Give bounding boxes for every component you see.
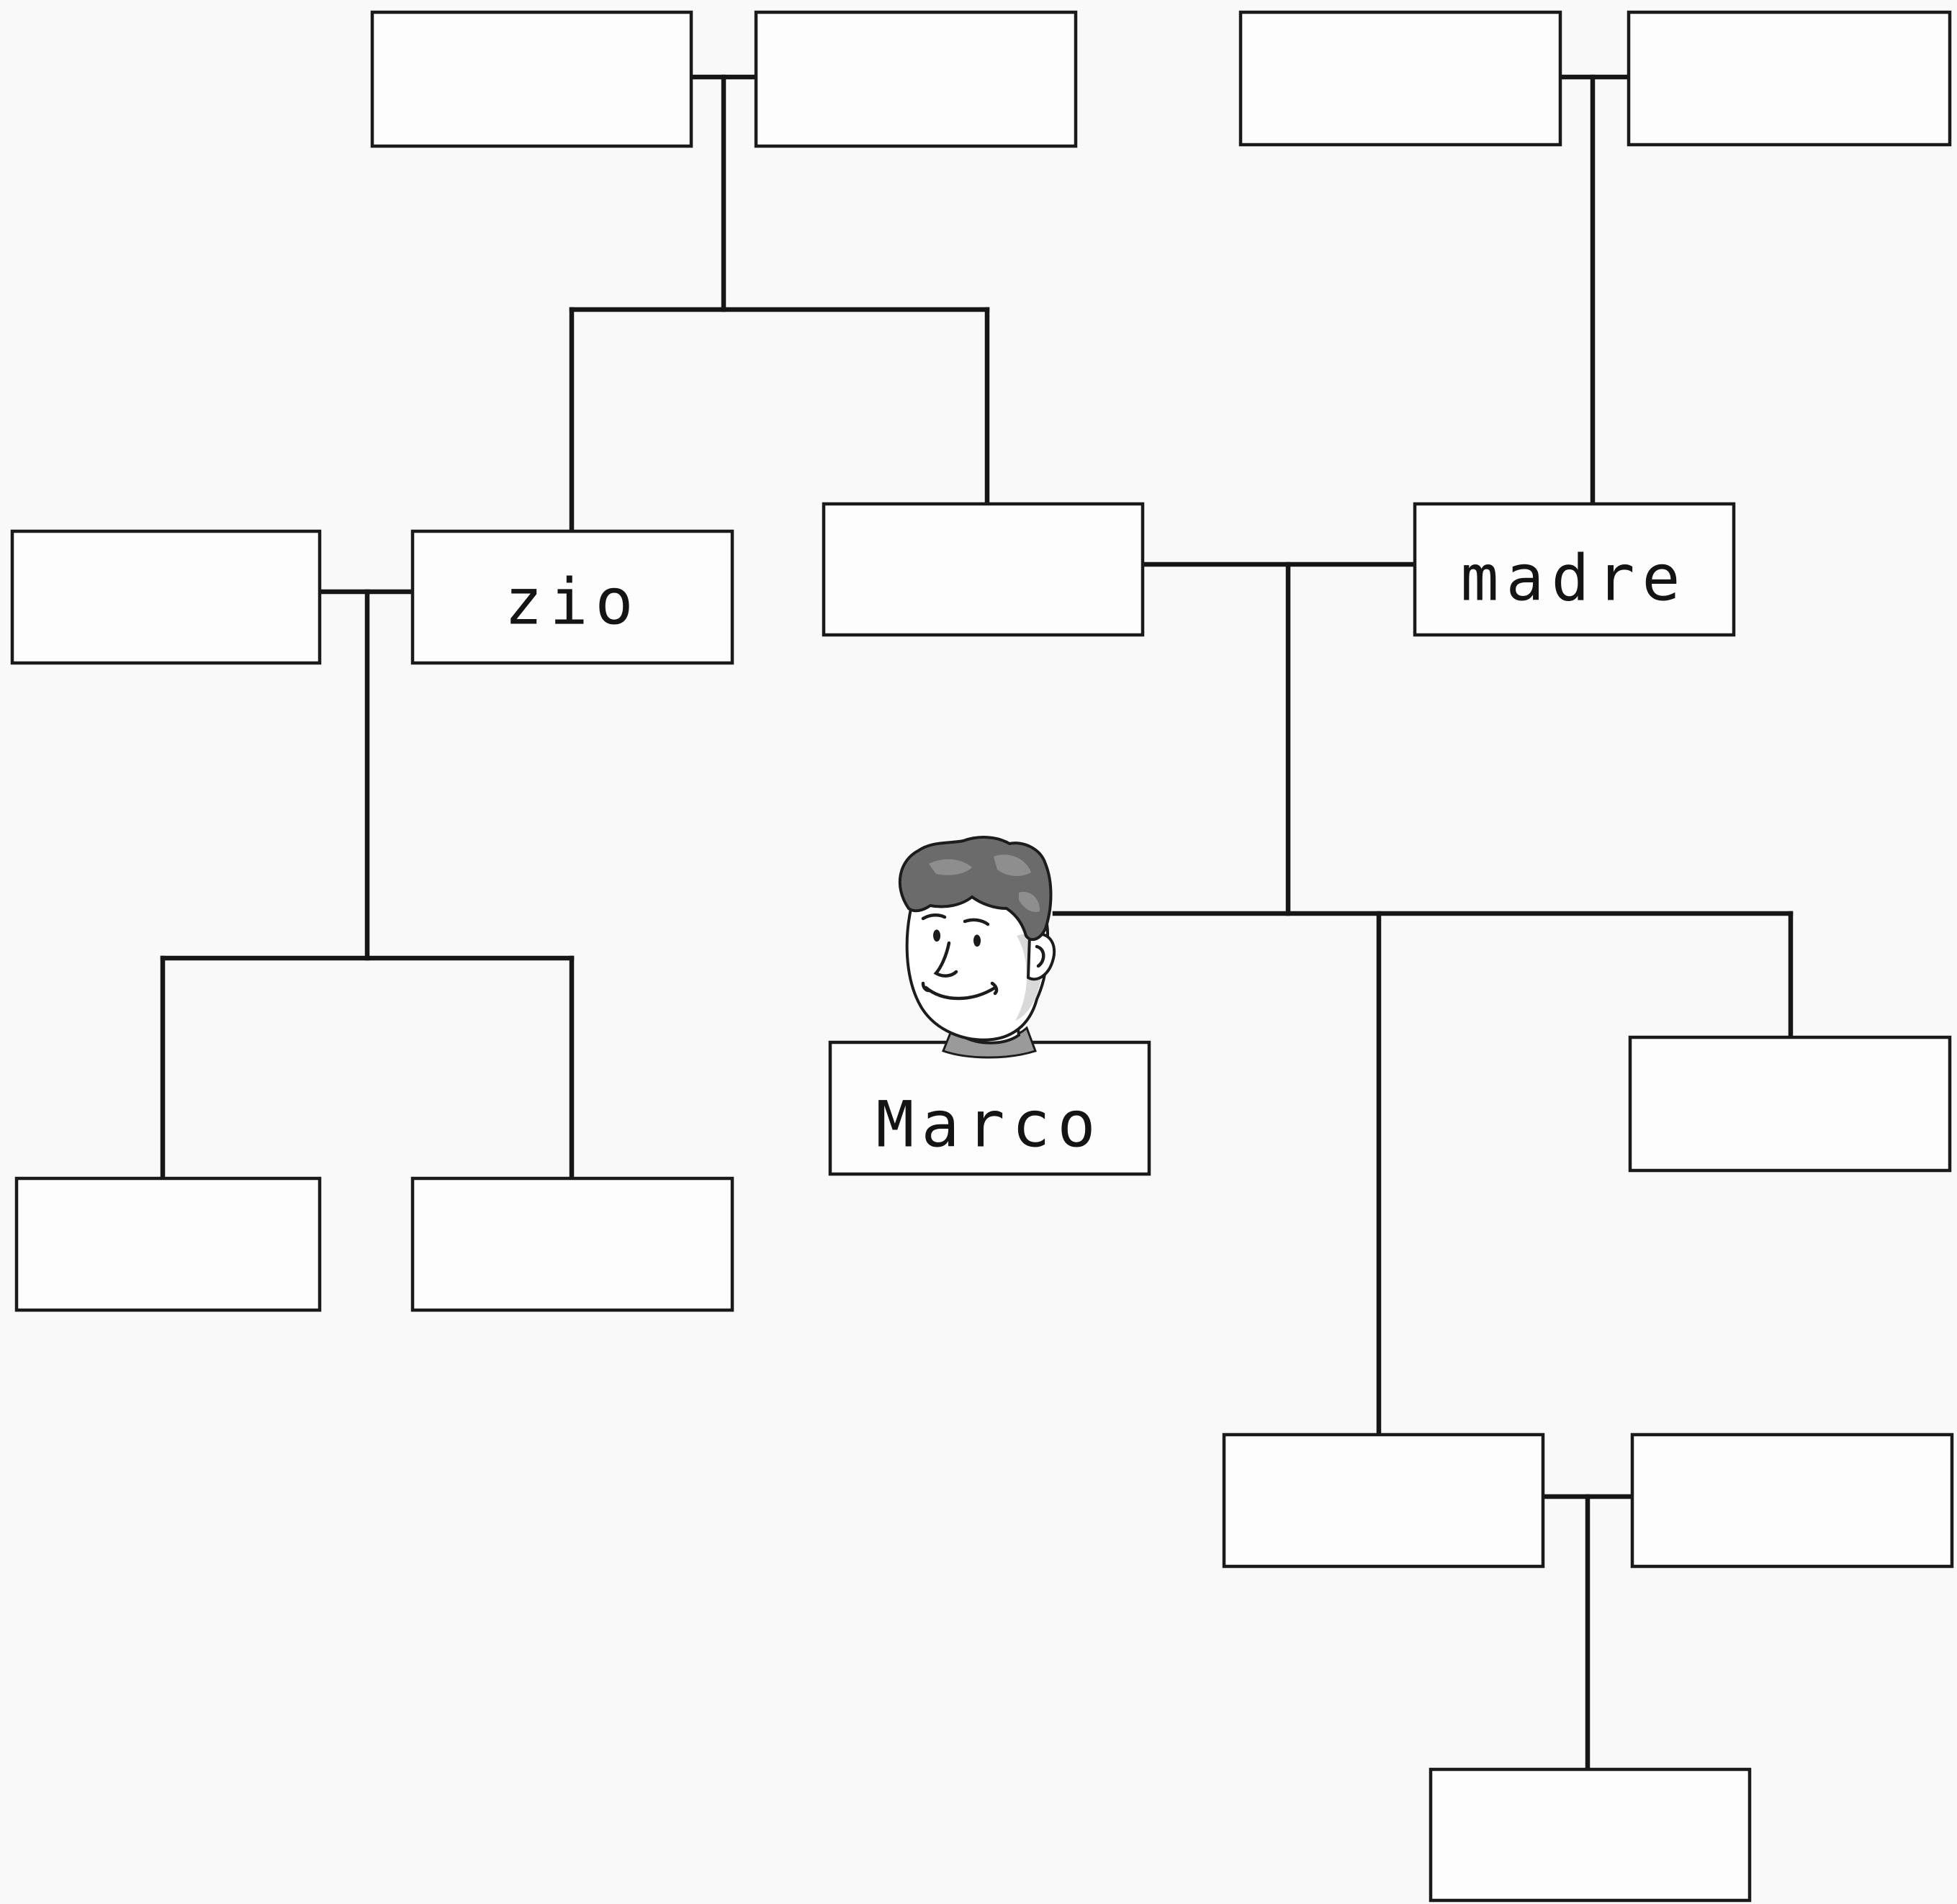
box-cousin-1	[17, 1178, 320, 1310]
box-cousin-2	[413, 1178, 732, 1310]
box-mother: madre	[1415, 504, 1734, 635]
box-label: Marco	[876, 1088, 1103, 1162]
box-sibling-2-spouse	[1632, 1435, 1952, 1566]
box-aunt-spouse	[12, 531, 320, 663]
box-paternal-grandparent-1	[372, 12, 691, 146]
boy-portrait-icon	[900, 837, 1054, 1057]
box-paternal-grandparent-2	[756, 12, 1076, 146]
box-nephew	[1431, 1769, 1750, 1900]
box-maternal-grandparent-1	[1241, 12, 1560, 145]
box-sibling-2	[1224, 1435, 1543, 1566]
box-label: zio	[505, 565, 641, 639]
box-uncle: zio	[413, 531, 732, 663]
box-label: madre	[1461, 541, 1688, 615]
box-maternal-grandparent-2	[1629, 12, 1950, 145]
box-sibling	[1630, 1037, 1950, 1170]
box-father	[824, 504, 1143, 635]
box-marco: Marco	[830, 1042, 1149, 1174]
